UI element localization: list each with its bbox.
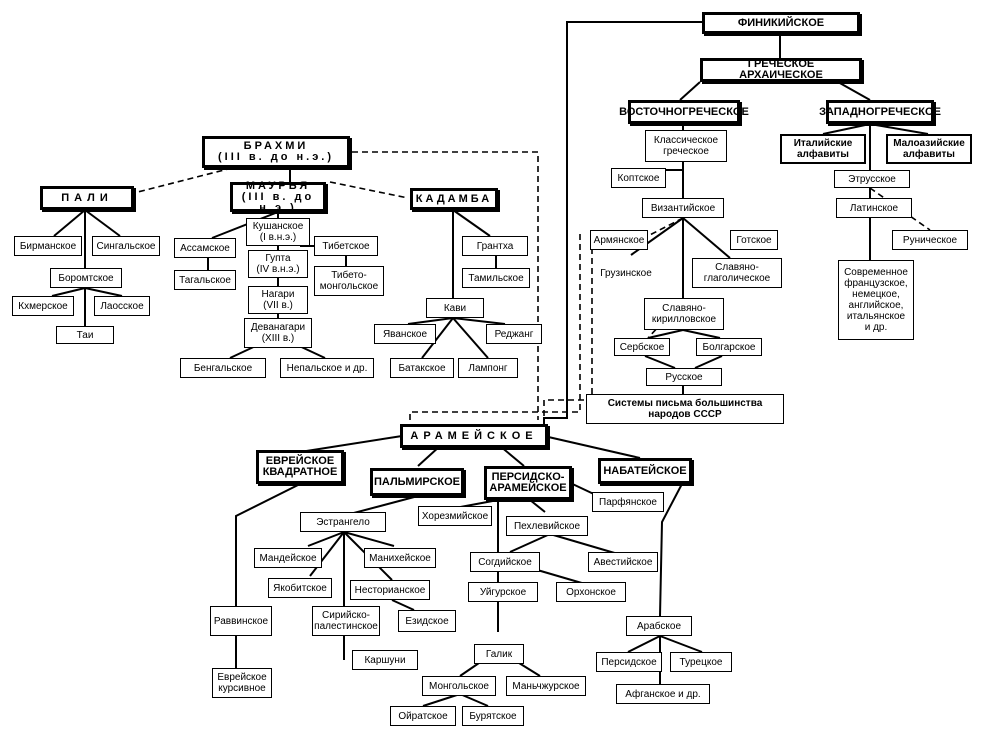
- node-devanagari: Деванагари (XIII в.): [244, 318, 312, 348]
- node-pahlavi: Пехлевийское: [506, 516, 588, 536]
- node-palmyrene: ПАЛЬМИРСКОЕ: [370, 468, 464, 496]
- node-kushan: Кушанское (I в.н.э.): [246, 218, 310, 246]
- node-assamese: Ассамское: [174, 238, 236, 258]
- node-sinhalese: Сингальское: [92, 236, 160, 256]
- node-rejang: Реджанг: [486, 324, 542, 344]
- node-armenian: Армянское: [590, 230, 648, 250]
- node-kawi: Кави: [426, 298, 484, 318]
- node-west-greek: ЗАПАДНОГРЕЧЕСКОЕ: [819, 100, 941, 124]
- node-nagari: Нагари (VII в.): [248, 286, 308, 314]
- node-javanese: Яванское: [374, 324, 436, 344]
- node-brahmi: БРАХМИ (III в. до н.э.): [202, 136, 350, 168]
- node-bengali: Бенгальское: [180, 358, 266, 378]
- node-turkish: Турецкое: [670, 652, 732, 672]
- node-manichaean: Манихейское: [364, 548, 436, 568]
- node-galik: Галик: [474, 644, 524, 664]
- node-maurya: МАУРЬЯ (III в. до н.э.): [230, 180, 326, 213]
- node-parthian: Парфянское: [592, 492, 664, 512]
- node-thai: Таи: [56, 326, 114, 344]
- node-khmer: Кхмерское: [12, 296, 74, 316]
- node-georgian: Грузинское: [600, 267, 652, 279]
- node-oirat: Ойратское: [390, 706, 456, 726]
- node-gupta: Гупта (IV в.н.э.): [248, 250, 308, 278]
- node-lao: Лаосское: [94, 296, 150, 316]
- node-serbian: Сербское: [614, 338, 670, 356]
- node-uighur: Уйгурское: [468, 582, 538, 602]
- node-hebrew-square: ЕВРЕЙСКОЕ КВАДРАТНОЕ: [256, 450, 344, 484]
- node-ussr: Системы письма большинства народов СССР: [586, 394, 784, 424]
- node-syro-palestinian: Сирийско- палестинское: [312, 606, 380, 636]
- node-slavic-glagolitic: Славяно- глаголическое: [692, 258, 782, 288]
- node-italic: Италийские алфавиты: [780, 134, 866, 164]
- node-orkhon: Орхонское: [556, 582, 626, 602]
- node-asia-minor: Малоазийские алфавиты: [886, 134, 972, 164]
- node-persian: Персидское: [596, 652, 662, 672]
- node-grantha: Грантха: [462, 236, 528, 256]
- node-pali: ПАЛИ: [40, 186, 134, 210]
- node-ezid: Езидское: [398, 610, 456, 632]
- node-modern: Современное французское, немецкое, англи…: [838, 260, 914, 340]
- node-mongolian: Монгольское: [422, 676, 496, 696]
- node-avestan: Авестийское: [588, 552, 658, 572]
- node-jacobite: Якобитское: [268, 578, 332, 598]
- node-tibetan: Тибетское: [314, 236, 378, 256]
- node-kadamba: КАДАМБА: [410, 188, 498, 210]
- node-east-greek: ВОСТОЧНОГРЕЧЕСКОЕ: [619, 100, 749, 124]
- node-nepali: Непальское и др.: [280, 358, 374, 378]
- node-aramaic: АРАМЕЙСКОЕ: [400, 424, 548, 448]
- node-tibeto-mongol: Тибето- монгольское: [314, 266, 384, 296]
- node-runic: Руническое: [892, 230, 968, 250]
- node-persian-aramaic: ПЕРСИДСКО- АРАМЕЙСКОЕ: [484, 466, 572, 500]
- node-afghan: Афганское и др.: [616, 684, 710, 704]
- node-sogdian: Согдийское: [470, 552, 540, 572]
- node-greek-archaic: ГРЕЧЕСКОЕ АРХАИЧЕСКОЕ: [700, 58, 862, 82]
- node-nabataean: НАБАТЕЙСКОЕ: [598, 458, 692, 484]
- node-karshuni: Каршуни: [352, 650, 418, 670]
- node-tamil: Тамильское: [462, 268, 530, 288]
- node-rabbinic: Раввинское: [210, 606, 272, 636]
- node-mandaic: Мандейское: [254, 548, 322, 568]
- node-estrangela: Эстрангело: [300, 512, 386, 532]
- node-etruscan: Этрусское: [834, 170, 910, 188]
- node-bulgarian: Болгарское: [696, 338, 762, 356]
- node-hebrew-cursive: Еврейское курсивное: [212, 668, 272, 698]
- node-nestorian: Несторианское: [350, 580, 430, 600]
- node-manchu: Маньчжурское: [506, 676, 586, 696]
- node-latin: Латинское: [836, 198, 912, 218]
- node-lampung: Лампонг: [458, 358, 518, 378]
- node-gothic: Готское: [730, 230, 778, 250]
- node-boromat: Боромтское: [50, 268, 122, 288]
- node-russian: Русское: [646, 368, 722, 386]
- node-batak: Батакское: [390, 358, 454, 378]
- node-tagalog: Тагальское: [174, 270, 236, 290]
- node-phoenician: ФИНИКИЙСКОЕ: [702, 12, 860, 34]
- node-khwarezmian: Хорезмийское: [418, 506, 492, 526]
- node-classic-greek: Классическое греческое: [645, 130, 727, 162]
- node-byzantine: Византийское: [642, 198, 724, 218]
- node-coptic: Коптское: [611, 168, 666, 188]
- node-arabic: Арабское: [626, 616, 692, 636]
- node-slavic-cyrillic: Славяно- кирилловское: [644, 298, 724, 330]
- node-buryat: Бурятское: [462, 706, 524, 726]
- node-burmese: Бирманское: [14, 236, 82, 256]
